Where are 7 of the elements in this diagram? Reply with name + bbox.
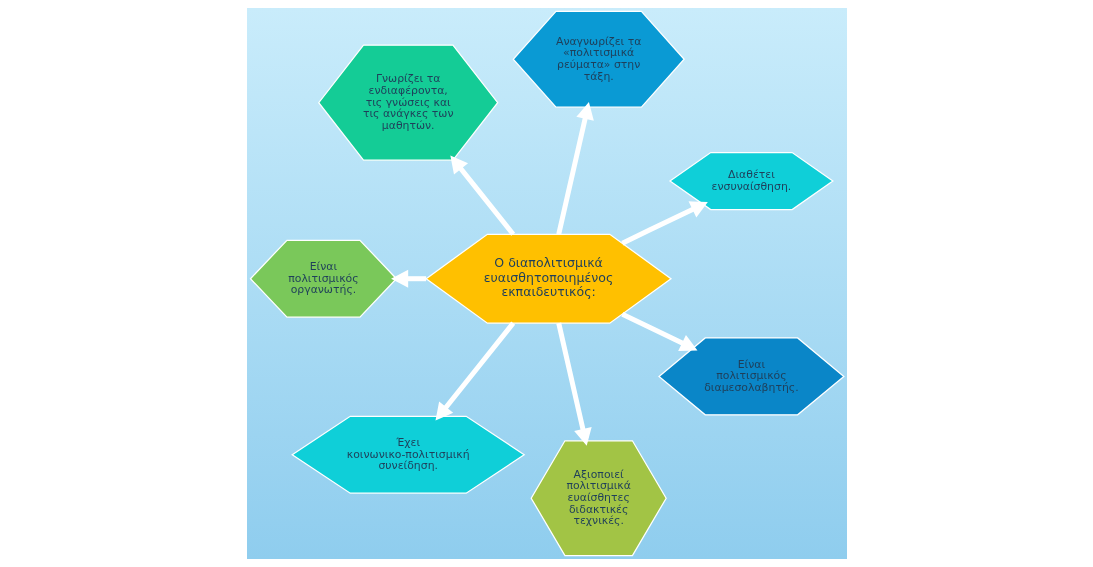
arrow	[620, 201, 708, 246]
arrow	[449, 155, 515, 236]
arrow	[620, 312, 697, 352]
arrow	[435, 321, 515, 421]
arrow	[555, 102, 594, 235]
arrow	[555, 322, 592, 446]
arrow	[390, 269, 426, 288]
